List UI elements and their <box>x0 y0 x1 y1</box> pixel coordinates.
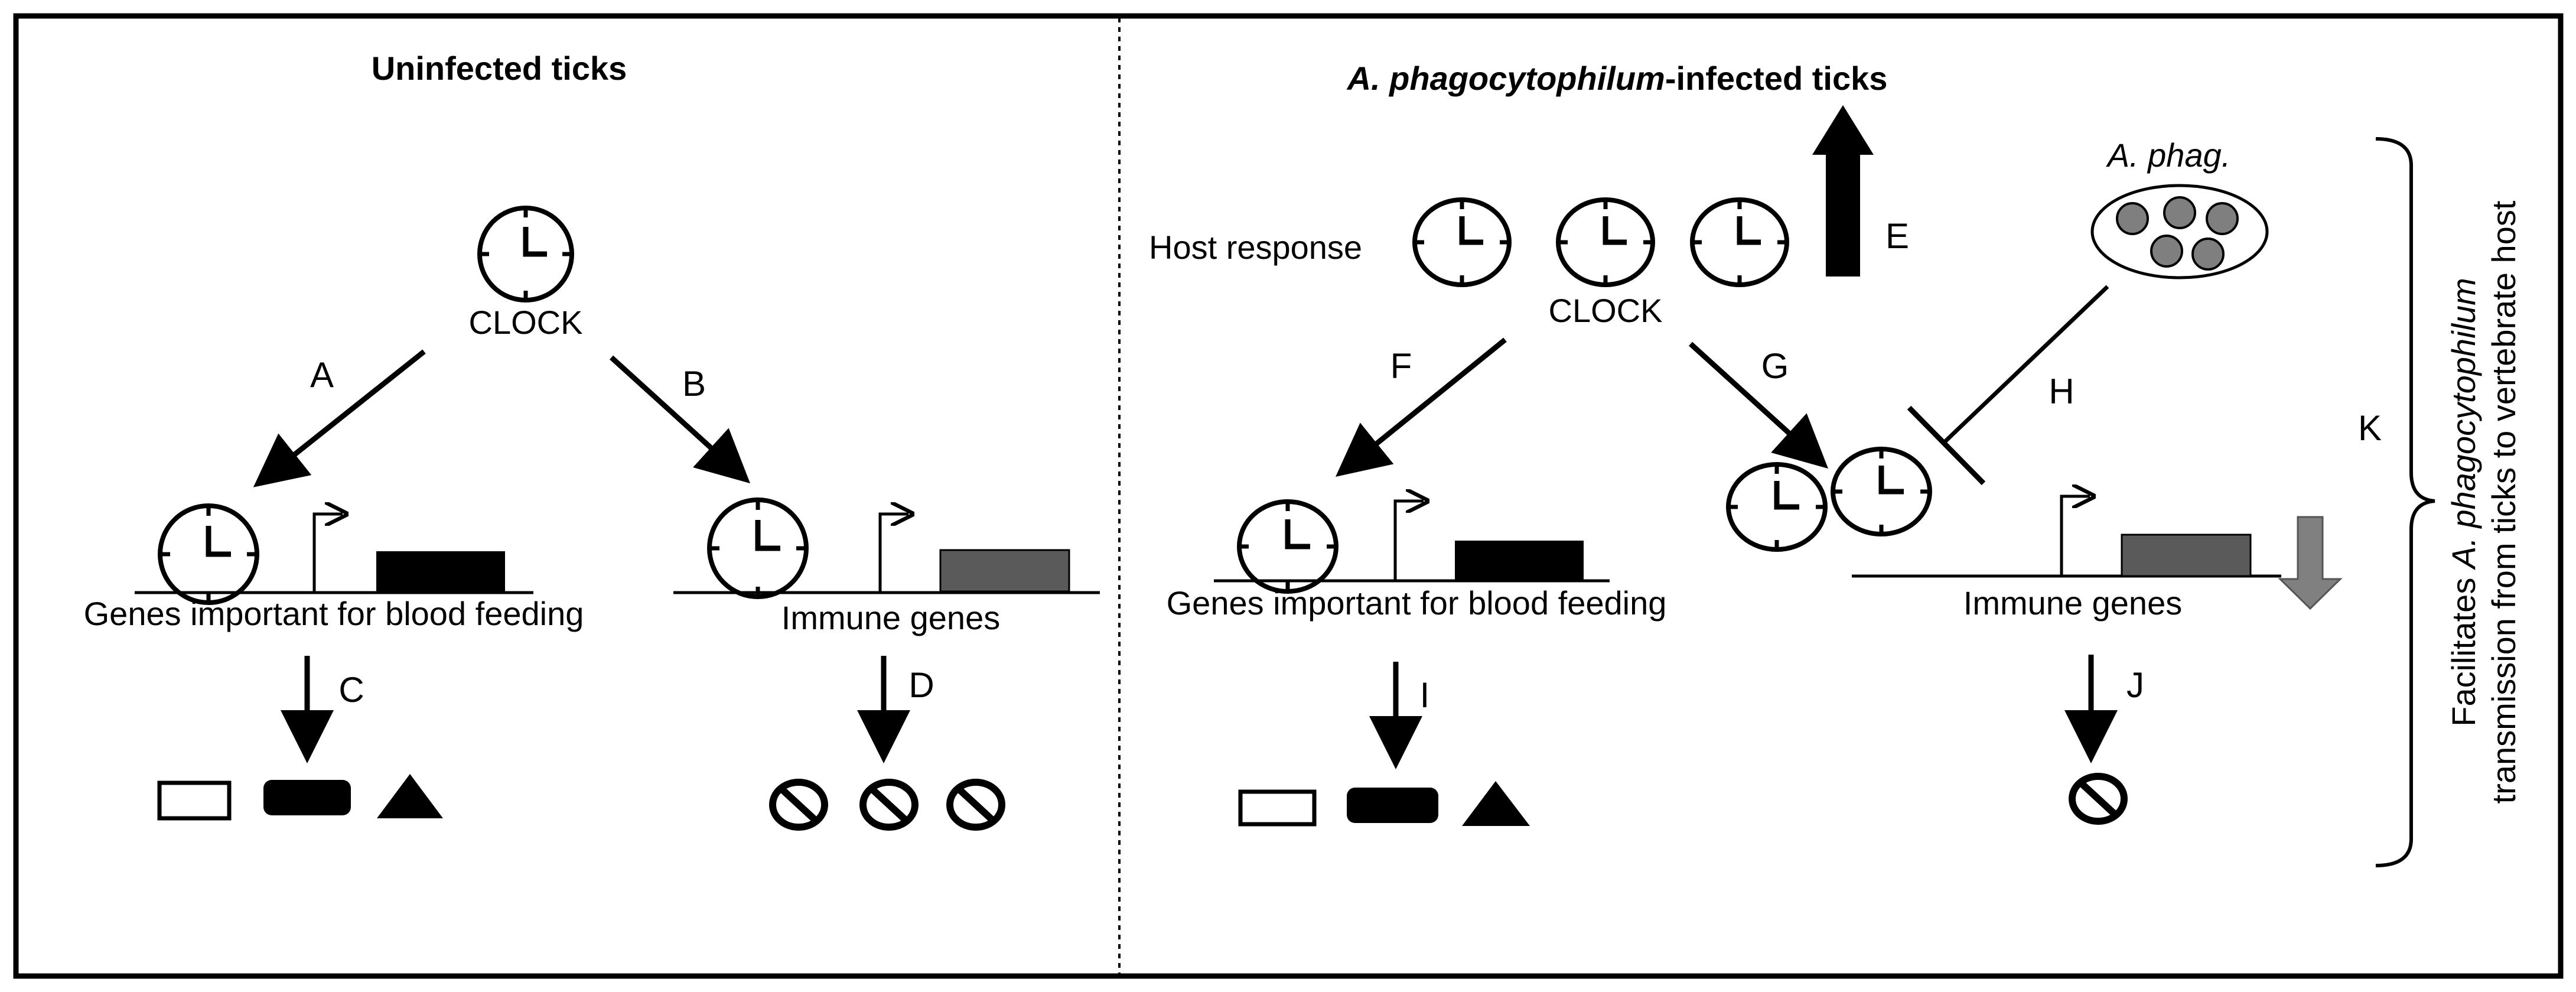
right-panel: A. phagocytophilum-infected ticks Host r… <box>1149 60 2522 867</box>
no-symbol-icon <box>859 779 919 831</box>
bacterium-dot <box>2163 196 2196 229</box>
triangle-icon <box>377 774 443 818</box>
bracket-k-label: K <box>2358 408 2382 448</box>
clock-label: CLOCK <box>469 304 583 341</box>
arrow-f <box>1336 337 1507 477</box>
no-symbol-icon <box>946 779 1005 831</box>
no-symbol-icon <box>2069 773 2128 825</box>
right-panel-title: A. phagocytophilum-infected ticks <box>1346 60 1888 97</box>
inhibition-bar-h <box>1907 405 1986 486</box>
white-rectangle-icon <box>157 780 232 821</box>
clock-icon <box>158 503 259 605</box>
no-symbol-icon <box>769 779 828 831</box>
arrow-e-label: E <box>1885 216 1909 256</box>
arrow-g-label: G <box>1761 346 1789 386</box>
up-arrow-shaft <box>1826 155 1860 277</box>
arrow-c-label: C <box>338 670 364 710</box>
blood-genes-label: Genes important for blood feeding <box>84 595 584 632</box>
arrow-a <box>253 349 426 487</box>
left-panel-title: Uninfected ticks <box>372 50 627 87</box>
clock-label: CLOCK <box>1549 292 1663 329</box>
side-note-prefix: Facilitates <box>2445 568 2482 727</box>
left-panel: Uninfected ticks CLOCK A B Genes importa… <box>84 50 1100 831</box>
figure-border <box>13 13 2564 979</box>
inhibit-h-label: H <box>2049 372 2074 411</box>
arrow-b-label: B <box>682 364 706 404</box>
arrow-b <box>609 355 750 484</box>
immune-gene-box <box>2121 534 2252 577</box>
down-arrow-icon <box>2278 516 2343 610</box>
pathogen-label: A. phag. <box>2106 136 2231 174</box>
inhibition-line-h <box>1942 285 2109 445</box>
side-note-italic: A. phagocytophilum <box>2445 278 2482 570</box>
white-rectangle-icon <box>1238 789 1317 827</box>
promoter-arrow-icon <box>1393 501 1424 581</box>
arrow-i-label: I <box>1420 675 1430 715</box>
clock-icon <box>1690 197 1789 287</box>
arrow-g <box>1688 341 1829 469</box>
clock-icon <box>1831 447 1932 536</box>
promoter-arrow-icon <box>878 514 908 593</box>
blood-feeding-gene-box <box>376 551 505 593</box>
blood-genes-label: Genes important for blood feeding <box>1167 584 1667 622</box>
clock-icon <box>477 206 574 303</box>
promoter-arrow-icon <box>312 514 343 593</box>
arrow-d-label: D <box>908 665 934 705</box>
clock-icon <box>1726 462 1828 552</box>
bacterium-dot <box>2191 238 2225 271</box>
right-title-italic: A. phagocytophilum <box>1346 60 1665 97</box>
arrow-a-label: A <box>310 355 334 395</box>
clock-icon <box>1556 197 1655 287</box>
bacterium-dot <box>2150 235 2183 268</box>
side-note: Facilitates A. phagocytophilum transmiss… <box>2445 200 2522 804</box>
immune-genes-label: Immune genes <box>781 599 1000 636</box>
immune-genes-label: Immune genes <box>1963 584 2182 622</box>
clock-icon <box>1412 197 1512 287</box>
host-response-label: Host response <box>1149 229 1362 266</box>
side-note-line2: transmission from ticks to vertebrate ho… <box>2485 200 2522 804</box>
black-rounded-rectangle-icon <box>1347 788 1438 823</box>
svg-text:Facilitates A. phagocytophilum: Facilitates A. phagocytophilum <box>2445 278 2482 727</box>
curly-bracket <box>2375 137 2435 867</box>
blood-feeding-gene-box <box>1455 541 1584 581</box>
immune-gene-box <box>939 549 1070 593</box>
promoter-arrow-icon <box>2060 496 2090 576</box>
bacterium-dot <box>2206 202 2239 235</box>
bacterium-dot <box>2116 202 2149 235</box>
clock-icon <box>1237 499 1339 594</box>
black-rounded-rectangle-icon <box>263 780 351 815</box>
arrow-f-label: F <box>1390 346 1412 386</box>
right-title-rest: -infected ticks <box>1665 60 1888 97</box>
arrow-j-label: J <box>2126 665 2144 705</box>
triangle-icon <box>1462 781 1530 826</box>
clock-icon <box>707 497 809 599</box>
